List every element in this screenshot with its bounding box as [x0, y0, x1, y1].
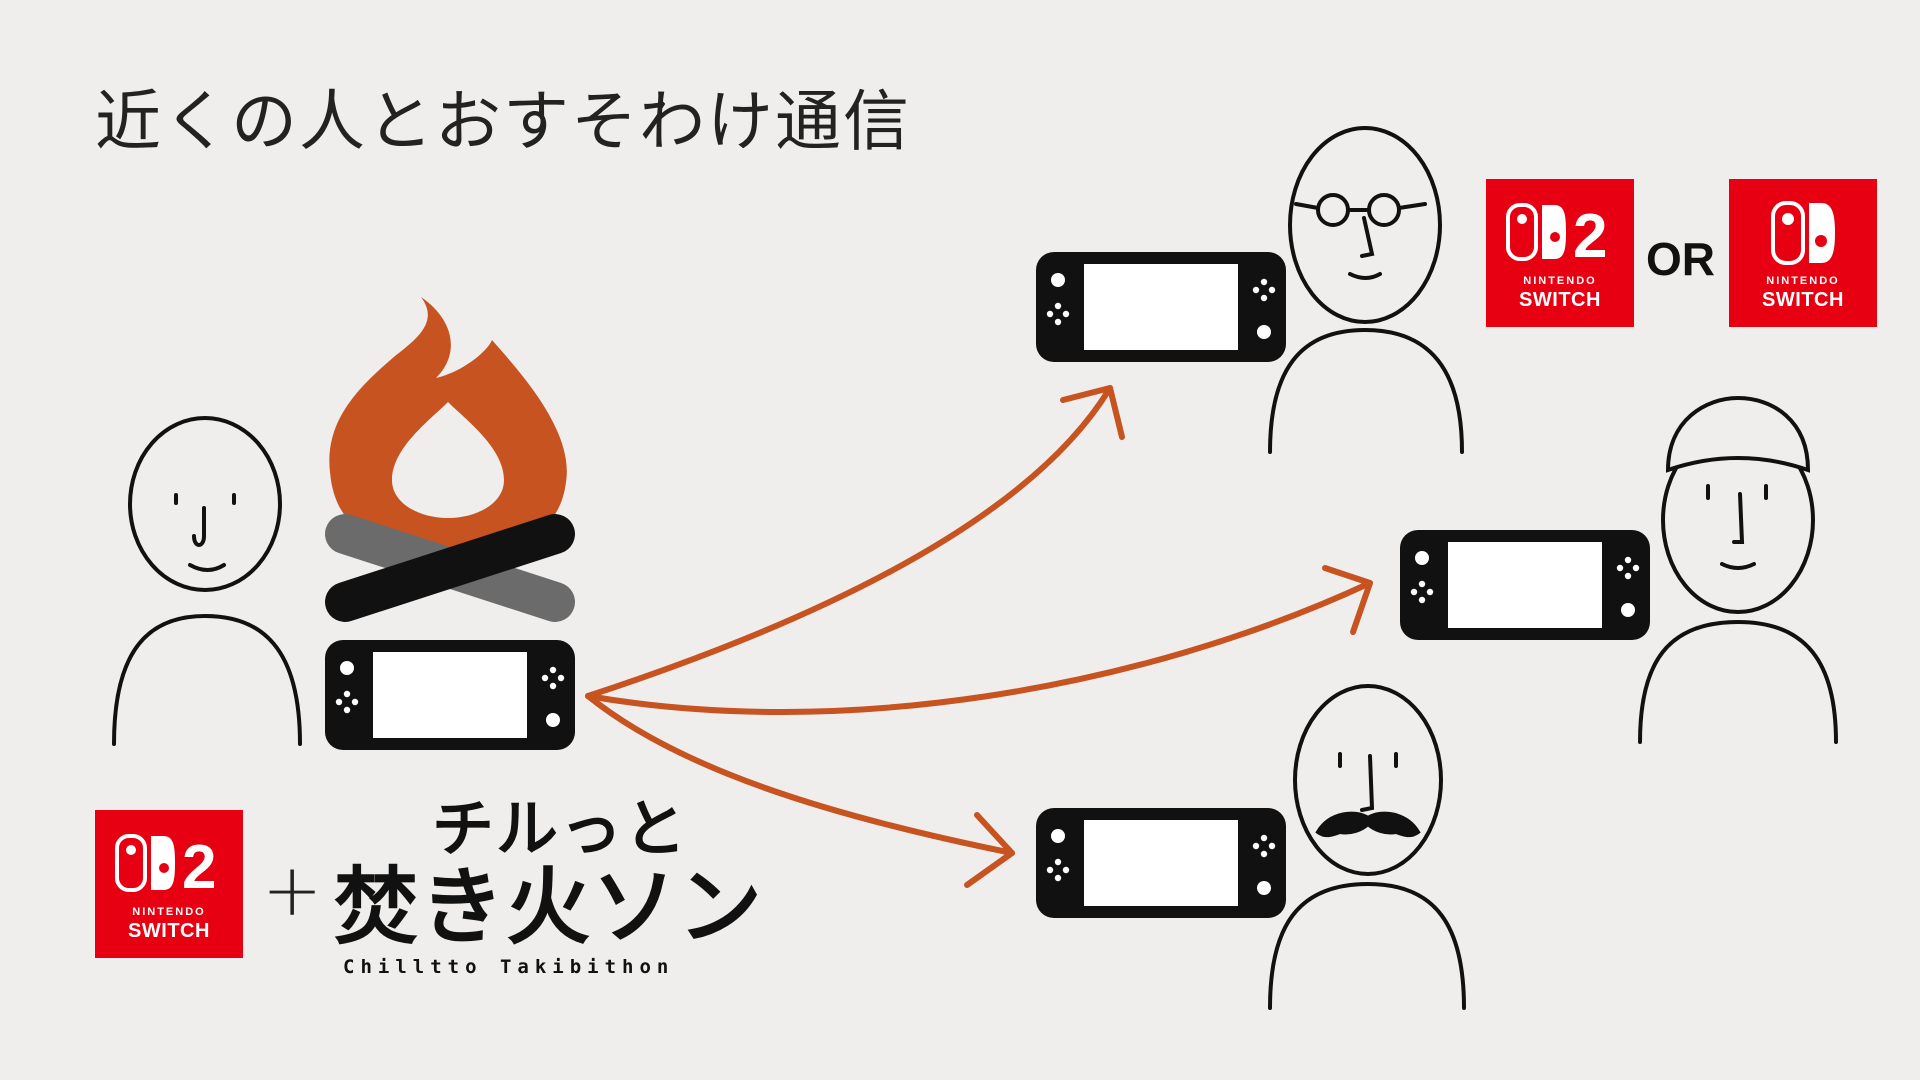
arrowhead-top — [1060, 385, 1125, 440]
switch2-logo-top: 2 NINTENDO SWITCH — [1486, 179, 1634, 327]
console-source-icon — [325, 640, 575, 750]
switch1-logo-top: NINTENDO SWITCH — [1729, 179, 1877, 327]
switch1-mark-icon — [1771, 201, 1835, 265]
logo-brand-line1: NINTENDO — [1523, 275, 1597, 287]
logo-brand-line2: SWITCH — [1519, 289, 1601, 311]
arrowhead-bottom — [964, 812, 1015, 888]
console-middle-icon — [1400, 530, 1650, 640]
arrows — [585, 385, 1373, 888]
plus-sign: + — [262, 848, 323, 932]
switch2-number: 2 — [182, 833, 216, 900]
arrow-to-middle — [585, 580, 1373, 715]
game-title-english: Chilltto Takibithon — [343, 956, 675, 978]
campfire-icon — [325, 297, 575, 622]
logo-brand-line2: SWITCH — [1762, 289, 1844, 311]
console-bottom-icon — [1036, 808, 1286, 918]
person-mustache — [1268, 684, 1466, 1010]
arrowhead-middle — [1322, 565, 1373, 635]
switch2-logo-bottom: 2 NINTENDO SWITCH — [95, 810, 243, 958]
switch2-mark-icon: 2 — [1506, 202, 1607, 269]
switch2-mark-icon: 2 — [115, 833, 216, 900]
logo-brand-line1: NINTENDO — [1766, 275, 1840, 287]
game-title-line2: 焚き火ソン — [334, 858, 765, 956]
page-title: 近くの人とおすそわけ通信 — [95, 83, 911, 160]
logo-brand-line2: SWITCH — [128, 920, 210, 942]
person-glasses — [1268, 126, 1464, 454]
arrow-to-top — [585, 385, 1113, 699]
person-left — [112, 416, 302, 746]
logo-brand-line1: NINTENDO — [132, 906, 206, 918]
console-top-icon — [1036, 252, 1286, 362]
arrow-to-bottom — [585, 693, 1015, 856]
game-title-line1: チルっと — [432, 792, 689, 865]
person-beanie — [1638, 395, 1838, 744]
switch2-number: 2 — [1573, 202, 1607, 269]
or-connector: OR — [1646, 233, 1715, 285]
